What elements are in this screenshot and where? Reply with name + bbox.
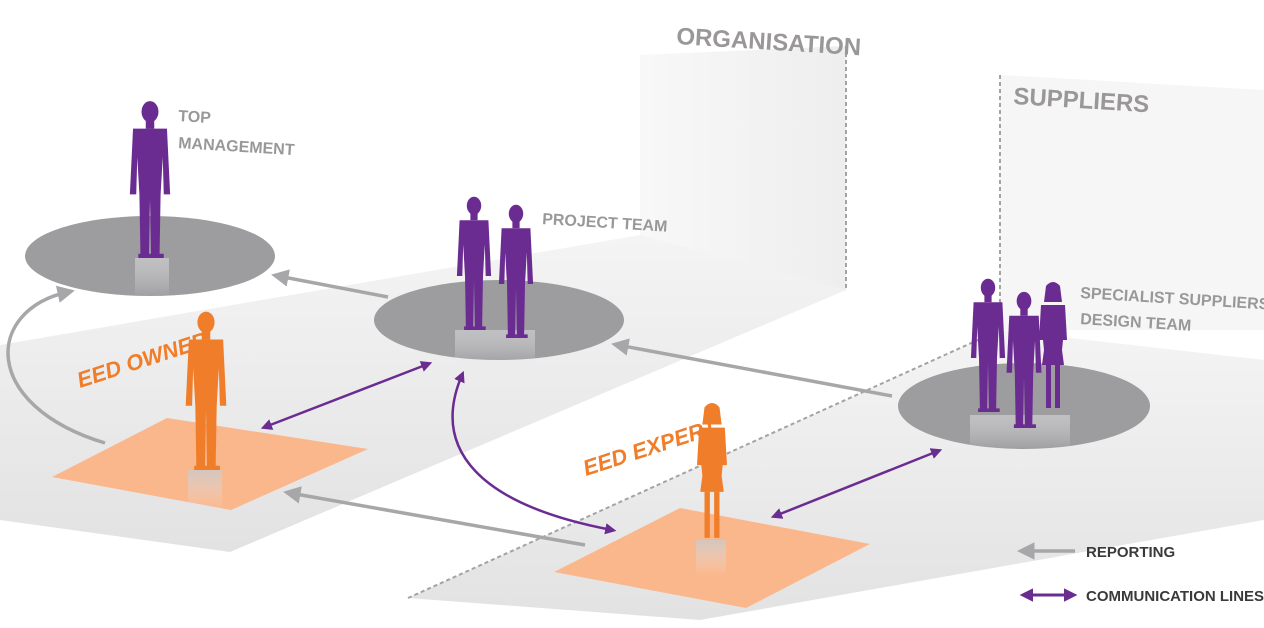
reflection <box>188 470 222 510</box>
communication-line-project-expert <box>451 370 617 535</box>
communication-line-owner-project <box>260 361 433 430</box>
project-team-platform <box>374 280 624 360</box>
reporting-arrow-owner-to-top <box>6 285 106 445</box>
specialist-suppliers-platform <box>898 363 1150 449</box>
reporting-arrow-suppliers-to-project <box>611 338 893 398</box>
specialist-suppliers-label-line2: DESIGN TEAM <box>1080 311 1192 335</box>
top-management-label-line1: TOP <box>178 108 212 127</box>
legend-communication-label: COMMUNICATION LINES <box>1086 588 1264 605</box>
legend: REPORTING COMMUNICATION LINES <box>1017 542 1264 605</box>
reflection <box>135 258 169 298</box>
legend-reporting-label: REPORTING <box>1086 544 1175 561</box>
top-management-label-line2: MANAGEMENT <box>178 135 295 159</box>
reporting-arrow-project-to-top <box>271 269 389 299</box>
suppliers-wall <box>1000 75 1264 330</box>
communication-line-expert-suppliers <box>770 448 943 519</box>
reporting-arrow-expert-to-owner <box>283 486 586 547</box>
reflection <box>696 540 726 575</box>
